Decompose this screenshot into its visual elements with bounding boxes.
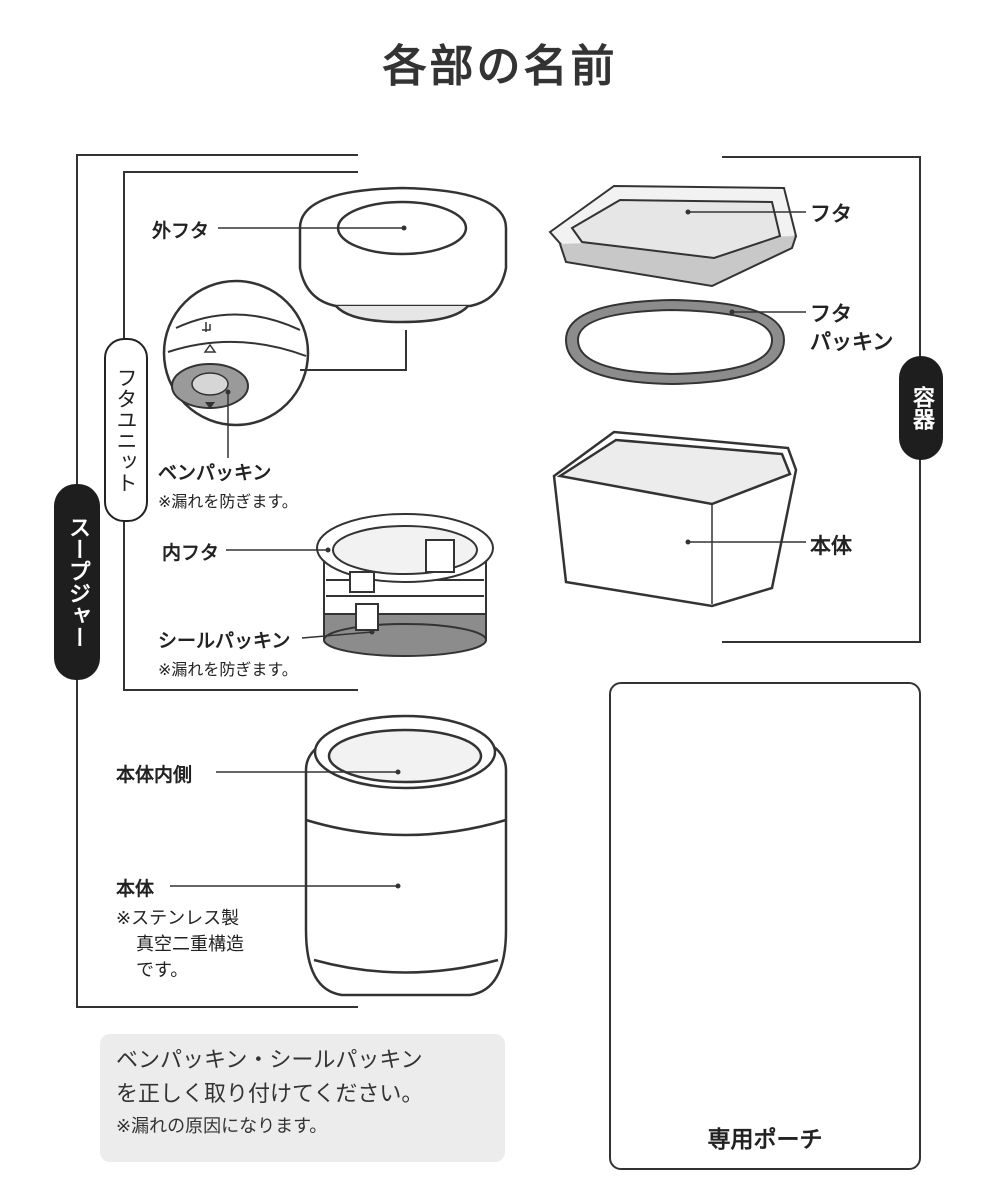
lid-unit-tab: フタユニット — [104, 338, 148, 522]
warning-box: ベンパッキン・シールパッキン を正しく取り付けてください。 ※漏れの原因になりま… — [100, 1034, 505, 1162]
body-note-1: ※ステンレス製 — [116, 908, 240, 929]
body-note-3: です。 — [136, 960, 189, 981]
pouch-box: 専用ポーチ — [609, 682, 921, 1170]
page-title: 各部の名前 — [382, 41, 618, 92]
lid-packing-label-1: フタ — [810, 302, 852, 326]
pen-packing-note: ※漏れを防ぎます。 — [158, 492, 298, 511]
inner-lid-label: 内フタ — [162, 542, 220, 564]
lid-packing-illustration — [564, 298, 786, 386]
container-lid-label: フタ — [810, 202, 852, 226]
warning-line-1: ベンパッキン・シールパッキン — [116, 1048, 423, 1073]
soup-jar-tab: スープジャー — [54, 484, 100, 680]
outer-lid-illustration — [298, 186, 508, 324]
container-body-illustration — [552, 430, 798, 608]
body-label: 本体 — [116, 878, 155, 900]
inner-lid-illustration — [316, 513, 494, 657]
outer-lid-label: 外フタ — [152, 220, 210, 242]
body-note-2: 真空二重構造 — [136, 934, 244, 955]
pen-packing-label: ベンパッキン — [158, 462, 272, 484]
seal-packing-label: シールパッキン — [158, 630, 291, 652]
lid-packing-label-2: パッキン — [810, 330, 894, 354]
lid-detail-illustration — [162, 279, 407, 427]
warning-line-3: ※漏れの原因になります。 — [116, 1116, 328, 1137]
pouch-label: 専用ポーチ — [707, 1127, 823, 1153]
container-tab: 容器 — [899, 356, 943, 460]
warning-line-2: を正しく取り付けてください。 — [116, 1082, 424, 1107]
body-inside-label: 本体内側 — [116, 764, 193, 786]
container-body-label: 本体 — [810, 534, 852, 558]
jar-body-illustration — [304, 714, 508, 997]
seal-packing-note: ※漏れを防ぎます。 — [158, 660, 298, 679]
container-lid-illustration — [548, 184, 798, 288]
